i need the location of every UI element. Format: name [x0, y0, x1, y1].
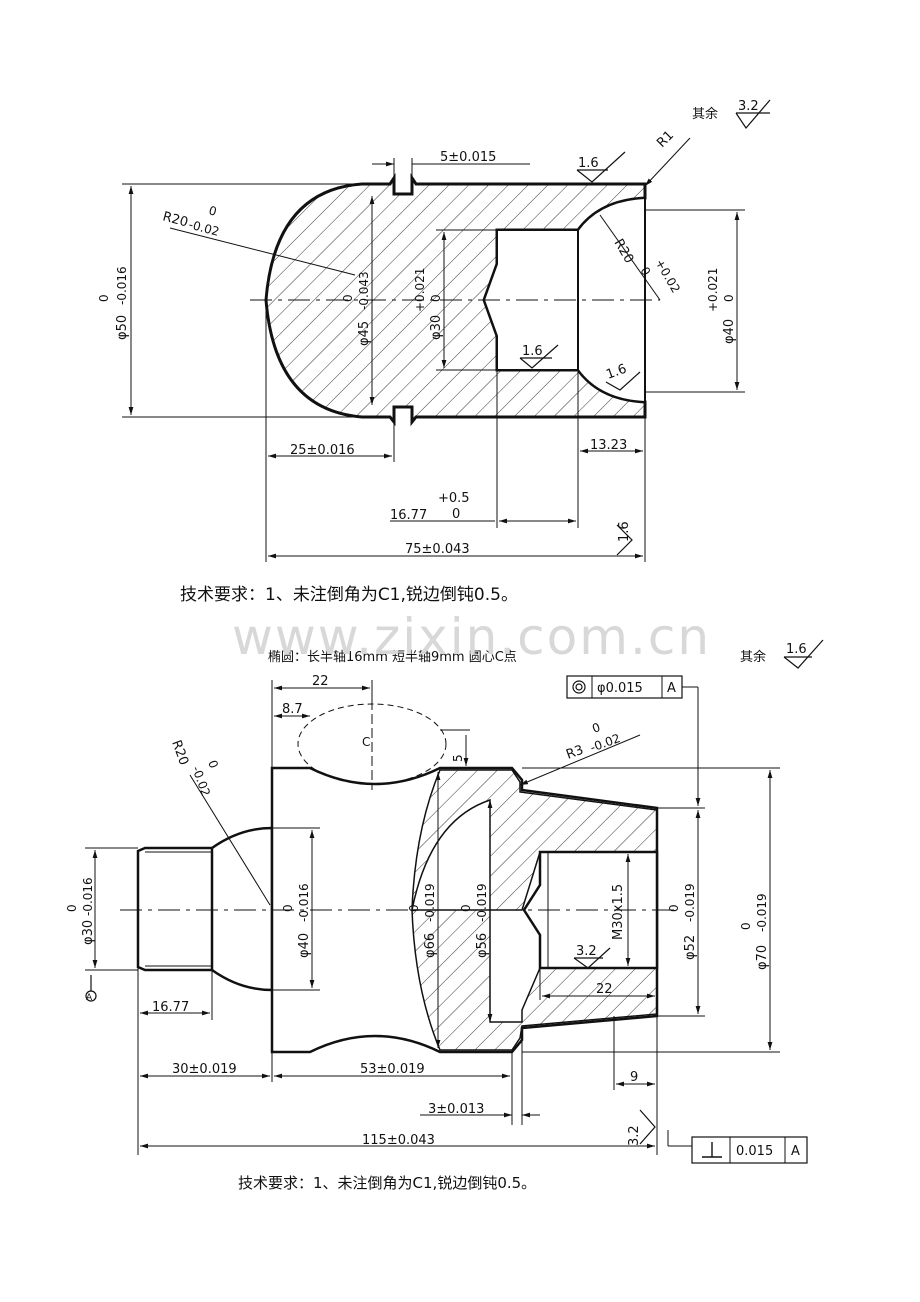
d2-r3-main: R3 — [564, 743, 585, 763]
d1-bore-depth-main: 16.77 — [390, 508, 427, 523]
d2-rough-end: 3.2 — [627, 1125, 642, 1146]
d2-phi40-main: φ40 — [297, 933, 312, 958]
d2-dim-9: 9 — [630, 1070, 638, 1085]
d1-rough-end: 1.6 — [617, 521, 632, 542]
d2-dim-22-top: 22 — [312, 674, 329, 689]
d2-phi70-tol-lower: -0.019 — [755, 893, 769, 932]
d1-rest-value: 3.2 — [738, 99, 759, 114]
d2-coax-datum: A — [667, 681, 676, 696]
d2-phi66-main: φ66 — [423, 933, 438, 958]
d1-total-len: 75±0.043 — [405, 542, 470, 557]
d2-coax-value: φ0.015 — [597, 681, 643, 696]
d2-phi52-tol-upper: 0 — [667, 904, 681, 912]
d1-rough-top: 1.6 — [578, 156, 599, 171]
d1-end-len: 13.23 — [590, 438, 627, 453]
d1-r20-tol-upper: 0 — [207, 203, 218, 219]
d2-phi70-main: φ70 — [755, 945, 770, 970]
d2-phi52-tol-lower: -0.019 — [683, 883, 697, 922]
d1-phi30-tol-upper: +0.021 — [413, 268, 427, 312]
d2-dim-5: 5 — [451, 754, 465, 762]
d1-r20-main: R20 — [161, 209, 190, 230]
d2-dim-8-7: 8.7 — [282, 702, 303, 717]
d2-phi70-tol-upper: 0 — [739, 922, 753, 930]
part-2-shaft — [136, 846, 214, 972]
d1-phi50-main: φ50 — [115, 315, 130, 340]
d2-perp-datum: A — [791, 1144, 800, 1159]
d1-phi50-tol-lower: -0.016 — [115, 266, 129, 305]
d2-thread-depth: 22 — [596, 982, 613, 997]
d1-groove-width: 5±0.015 — [440, 150, 496, 165]
d2-phi66-tol-upper: 0 — [407, 904, 421, 912]
d2-dim-16-77: 16.77 — [152, 1000, 189, 1015]
d1-rough-bore: 1.6 — [522, 344, 543, 359]
d2-phi30-tol-upper: 0 — [65, 904, 79, 912]
part-2-section-upper — [411, 769, 658, 911]
d2-r3-tol-upper: 0 — [590, 720, 602, 736]
d2-phi30-tol-lower: -0.016 — [81, 877, 95, 916]
d2-dim-30: 30±0.019 — [172, 1062, 237, 1077]
d2-phi56-main: φ56 — [475, 933, 490, 958]
d1-phi45-main: φ45 — [357, 321, 372, 346]
d2-ellipse-note: 椭圆：长半轴16mm 短半轴9mm 圆心C点 — [268, 649, 517, 665]
d2-phi52-main: φ52 — [683, 935, 698, 960]
d2-rest-label: 其余 — [740, 649, 766, 665]
d2-phi40-tol-lower: -0.016 — [297, 883, 311, 922]
d2-phi66-tol-lower: -0.019 — [423, 883, 437, 922]
d1-edge-radius: R1 — [654, 128, 677, 151]
d2-phi56-tol-upper: 0 — [459, 904, 473, 912]
coaxiality-icon — [572, 680, 586, 694]
drawing-1-requirements: 技术要求：1、未注倒角为C1,锐边倒钝0.5。 — [180, 585, 518, 605]
drawing-1-labels: 其余 3.2 5±0.015 1.6 R1 0 R20 -0.02 φ50 0 … — [97, 99, 759, 557]
d1-phi30-main: φ30 — [429, 315, 444, 340]
d1-phi45-tol-upper: 0 — [341, 294, 355, 302]
d1-phi45-tol-lower: -0.043 — [357, 271, 371, 310]
drawing-2 — [85, 639, 824, 1164]
d1-rough-concave: 1.6 — [604, 362, 629, 383]
d2-r20-main: R20 — [168, 738, 191, 767]
perpendicularity-frame — [691, 1136, 808, 1164]
d2-thread: M30x1.5 — [611, 884, 626, 940]
drawing-2-labels: 椭圆：长半轴16mm 短半轴9mm 圆心C点 其余 1.6 φ0.015 A 2… — [65, 642, 807, 1159]
watermark: www.zixin.com.cn — [232, 608, 712, 666]
d1-bore-depth-tol-lower: 0 — [452, 507, 460, 522]
d1-concave-r-tol-upper: +0.02 — [652, 257, 683, 296]
d2-phi30-main: φ30 — [81, 920, 96, 945]
d1-phi40-tol-upper: +0.021 — [706, 268, 720, 312]
d2-rough-thread: 3.2 — [576, 944, 597, 959]
d1-phi30-tol-lower: 0 — [429, 294, 443, 302]
d2-dim-3: 3±0.013 — [428, 1102, 484, 1117]
drawing-2-requirements: 技术要求：1、未注倒角为C1,锐边倒钝0.5。 — [238, 1174, 537, 1192]
d1-rest-label: 其余 — [692, 106, 718, 122]
drawing-1 — [122, 99, 771, 562]
part-2-sphere-neck — [211, 826, 274, 992]
d2-rest-value: 1.6 — [786, 642, 807, 657]
d2-phi40-tol-upper: 0 — [281, 904, 295, 912]
d2-perp-value: 0.015 — [736, 1144, 773, 1159]
d2-total-len: 115±0.043 — [362, 1133, 435, 1148]
d2-r20-tol-upper: 0 — [205, 758, 221, 770]
perpendicularity-icon — [702, 1142, 722, 1158]
d1-groove-pos: 25±0.016 — [290, 443, 355, 458]
d2-r3-tol-lower: -0.02 — [588, 731, 622, 755]
d2-dim-53: 53±0.019 — [360, 1062, 425, 1077]
coaxiality-frame — [566, 675, 683, 699]
d1-phi50-tol-upper: 0 — [97, 294, 111, 302]
d2-phi56-tol-lower: -0.019 — [475, 883, 489, 922]
d2-datum-label: A — [86, 993, 93, 1003]
d1-phi40-tol-lower: 0 — [722, 294, 736, 302]
d2-center-c: C — [362, 735, 370, 749]
d1-r20-tol-lower: -0.02 — [187, 217, 221, 239]
d1-phi40-main: φ40 — [722, 319, 737, 344]
d1-bore-depth-tol-upper: +0.5 — [438, 491, 470, 506]
